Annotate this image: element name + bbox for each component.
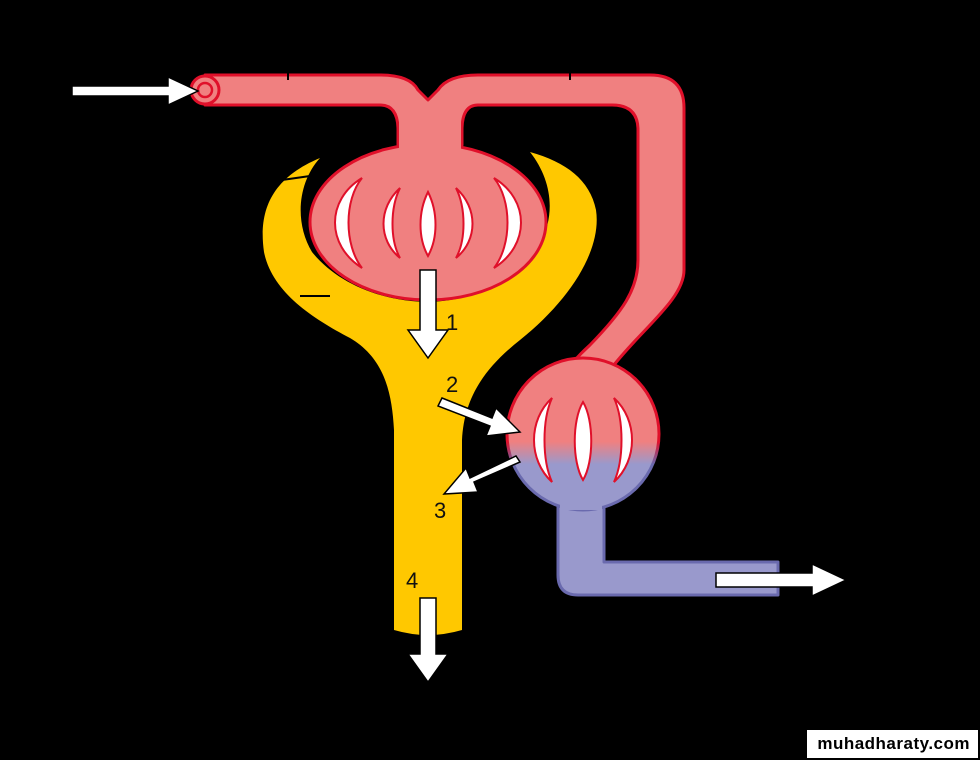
filtration-arrow (406, 269, 450, 360)
reabsorption-arrow (436, 397, 522, 437)
step-label-3: 3 (434, 498, 446, 523)
peritubular-capillary-loop (533, 397, 553, 483)
step-labels: 1 2 3 4 (406, 310, 458, 593)
glomerular-capillary-loop (493, 177, 522, 269)
afferent-lumen-inner (196, 81, 214, 99)
peritubular-capillary-loop (573, 400, 593, 482)
venule (556, 468, 780, 597)
arterial-vessels (189, 70, 686, 442)
capsule-tick (281, 175, 311, 181)
glomerular-capillary-loop (455, 187, 474, 259)
flow-arrows (71, 75, 848, 684)
glomerular-capillary-loop (419, 189, 437, 259)
blood-out-arrow (715, 562, 848, 598)
secretion-arrow (442, 455, 522, 495)
glomerular-capillary-loop (334, 177, 363, 269)
step-label-1: 1 (446, 310, 458, 335)
glomerulus-neck (399, 120, 461, 160)
peritubular-capillary (505, 356, 780, 597)
peritubular-capillary-loop (613, 397, 633, 483)
step-label-2: 2 (446, 372, 458, 397)
watermark: muhadharaty.com (807, 730, 978, 758)
bowmans-capsule-and-tubule (262, 152, 597, 635)
glomerular-capillary-loop (382, 187, 401, 259)
excretion-arrow (406, 597, 450, 684)
venule-neck (560, 480, 602, 510)
step-label-4: 4 (406, 568, 418, 593)
blood-in-arrow (71, 75, 200, 107)
